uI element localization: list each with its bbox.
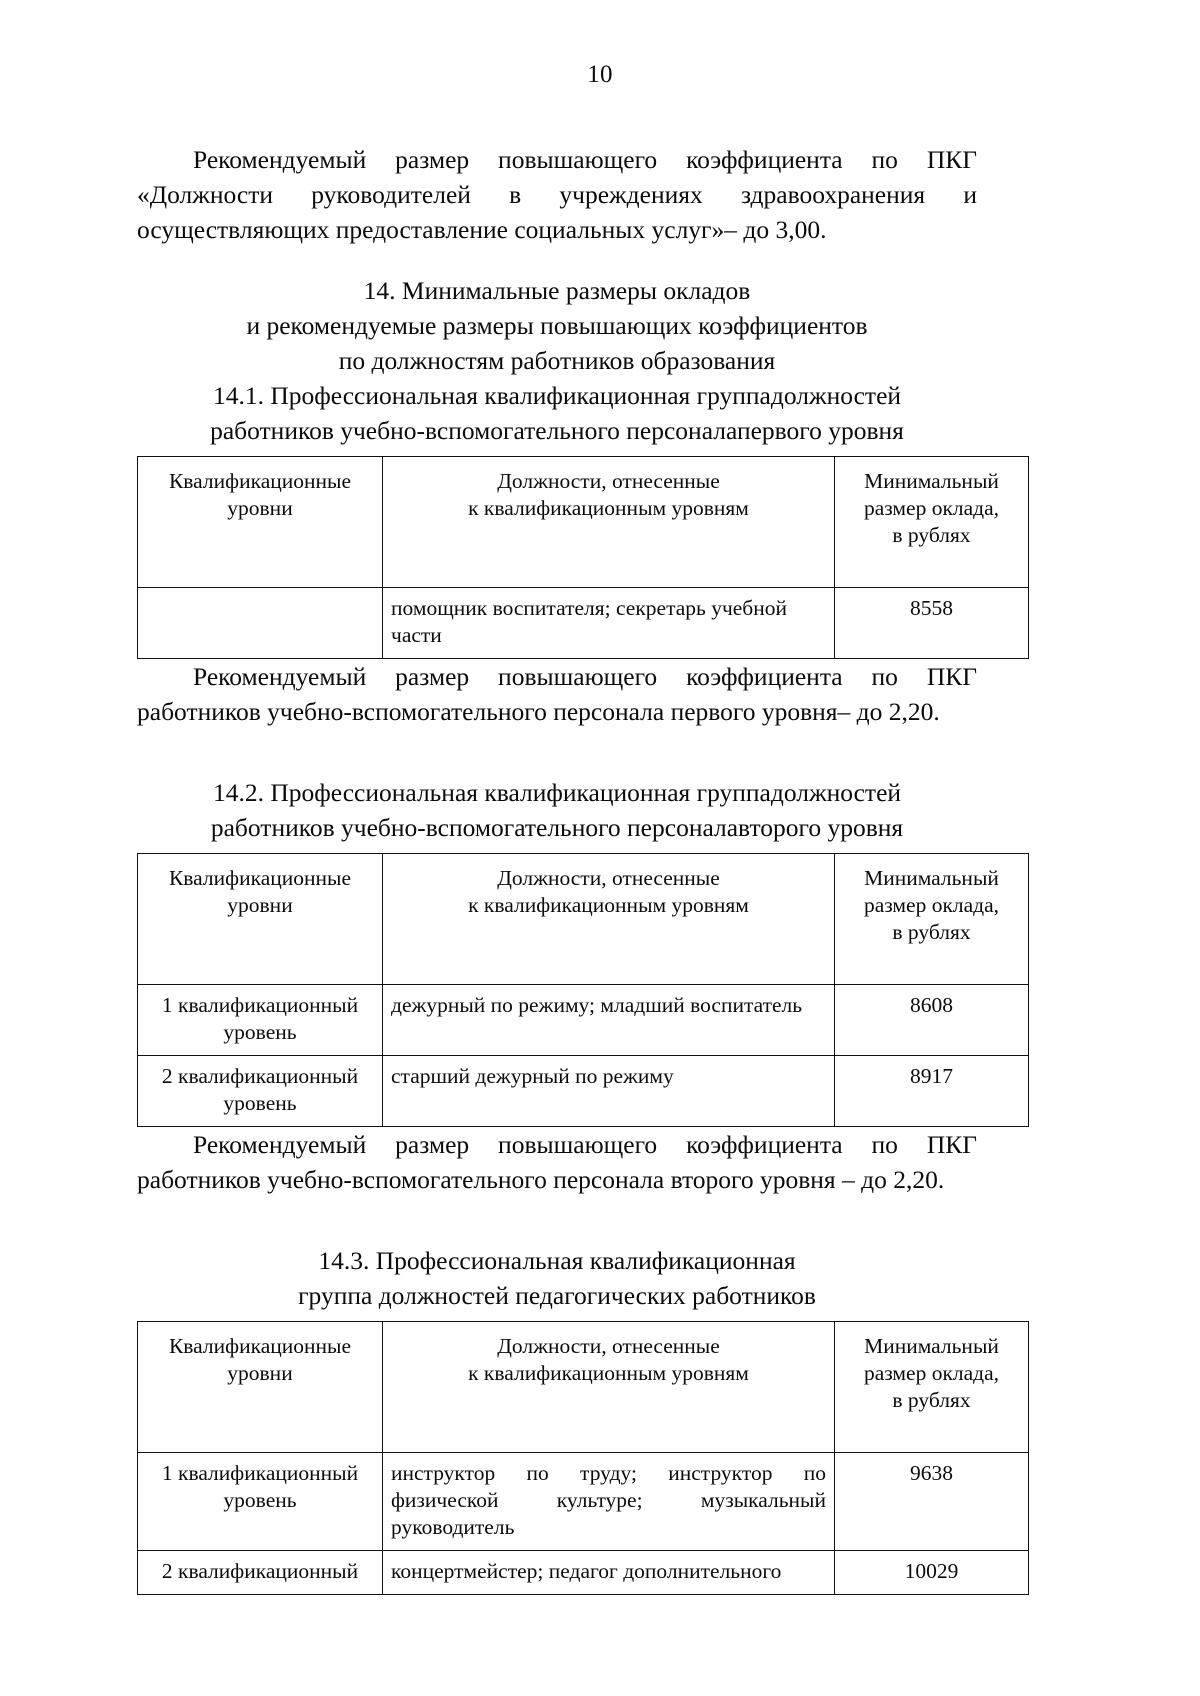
header-cell-positions: Должности, отнесенные к квалификационным… [382,1321,835,1453]
cell-salary: 9638 [834,1452,1029,1551]
cell-level: 2 квалификационный уровень [137,1055,383,1127]
section-14-title-line2: и рекомендуемые размеры повышающих коэфф… [246,311,868,340]
header-line: к квалификационным уровням [468,1361,749,1385]
section-14-title-line1: 14. Минимальные размеры окладов [363,276,751,305]
cell-level-line: 2 квалификационный [161,1064,359,1088]
table-14-2: Квалификационные уровни Должности, отнес… [137,853,1029,1127]
header-cell-salary: Минимальный размер оклада, в рублях [834,1321,1029,1453]
header-line: Минимальный [864,469,999,493]
note-14-1: Рекомендуемый размер повышающего коэффиц… [137,662,977,726]
header-line: Должности, отнесенные [497,1334,720,1358]
header-cell-positions: Должности, отнесенные к квалификационным… [382,456,835,588]
header-line: к квалификационным уровням [468,496,749,520]
cell-level-line: 2 квалификационный [161,1559,359,1583]
header-cell-salary: Минимальный размер оклада, в рублях [834,456,1029,588]
header-cell-levels: Квалификационные уровни [137,1321,383,1453]
header-line: уровни [227,1361,293,1385]
header-line: в рублях [892,523,971,547]
header-line: Должности, отнесенные [497,866,720,890]
header-line: Должности, отнесенные [497,469,720,493]
cell-positions: инструктор по труду; инструктор по физич… [382,1452,835,1551]
header-line: размер оклада, [863,893,1000,917]
header-line: Минимальный [864,1334,999,1358]
subsection-14-3-heading-line2: группа должностей педагогических работни… [298,1281,816,1310]
cell-positions: концертмейстер; педагог дополнительного [382,1550,835,1595]
page-number: 10 [587,61,613,88]
cell-level: 2 квалификационный [137,1550,383,1595]
table-header-row: Квалификационные уровни Должности, отнес… [137,853,1029,985]
cell-level: 1 квалификационный уровень [137,1452,383,1551]
intro-paragraph: Рекомендуемый размер повышающего коэффиц… [137,145,977,244]
cell-positions: старший дежурный по режиму [382,1055,835,1127]
cell-salary: 10029 [834,1550,1029,1595]
cell-level-line: уровень [223,1488,297,1512]
header-line: Квалификационные [168,866,352,890]
header-line: уровни [227,893,293,917]
header-line: уровни [227,496,293,520]
header-cell-salary: Минимальный размер оклада, в рублях [834,853,1029,985]
cell-positions: помощник воспитателя; секретарь учебной … [382,587,835,659]
table-row: 1 квалификационный уровень инструктор по… [137,1452,1029,1551]
section-14-title-line3: по должностям работников образования [338,346,776,375]
table-row: 1 квалификационный уровень дежурный по р… [137,984,1029,1056]
header-cell-positions: Должности, отнесенные к квалификационным… [382,853,835,985]
subsection-14-2-heading-line2: работников учебно-вспомогательного персо… [210,813,904,842]
table-header-row: Квалификационные уровни Должности, отнес… [137,1321,1029,1453]
subsection-14-1-heading-line1: 14.1. Профессиональная квалификационная … [212,381,902,410]
subsection-14-3-heading-line1: 14.3. Профессиональная квалификационная [318,1246,796,1275]
table-row: 2 квалификационный концертмейстер; педаг… [137,1550,1029,1595]
header-cell-levels: Квалификационные уровни [137,456,383,588]
table-row: 2 квалификационный уровень старший дежур… [137,1055,1029,1127]
header-line: Квалификационные [168,1334,352,1358]
cell-level [137,587,383,659]
table-header-row: Квалификационные уровни Должности, отнес… [137,456,1029,588]
cell-salary: 8917 [834,1055,1029,1127]
subsection-14-1-heading-line2: работников учебно-вспомогательного персо… [210,416,904,445]
cell-level: 1 квалификационный уровень [137,984,383,1056]
header-line: в рублях [892,1388,971,1412]
cell-level-line: 1 квалификационный [161,993,359,1017]
cell-level-line: 1 квалификационный [161,1461,359,1485]
table-14-1: Квалификационные уровни Должности, отнес… [137,456,1029,659]
header-cell-levels: Квалификационные уровни [137,853,383,985]
table-14-3: Квалификационные уровни Должности, отнес… [137,1321,1029,1595]
table-row: помощник воспитателя; секретарь учебной … [137,587,1029,659]
cell-salary: 8558 [834,587,1029,659]
header-line: к квалификационным уровням [468,893,749,917]
page-content: Рекомендуемый размер повышающего коэффиц… [137,0,1029,1595]
header-line: размер оклада, [863,496,1000,520]
header-line: размер оклада, [863,1361,1000,1385]
header-line: в рублях [892,920,971,944]
header-line: Квалификационные [168,469,352,493]
note-14-2: Рекомендуемый размер повышающего коэффиц… [137,1130,977,1194]
header-line: Минимальный [864,866,999,890]
subsection-14-2-heading-line1: 14.2. Профессиональная квалификационная … [212,778,902,807]
cell-positions: дежурный по режиму; младший воспитатель [382,984,835,1056]
cell-level-line: уровень [223,1091,297,1115]
cell-level-line: уровень [223,1020,297,1044]
cell-salary: 8608 [834,984,1029,1056]
